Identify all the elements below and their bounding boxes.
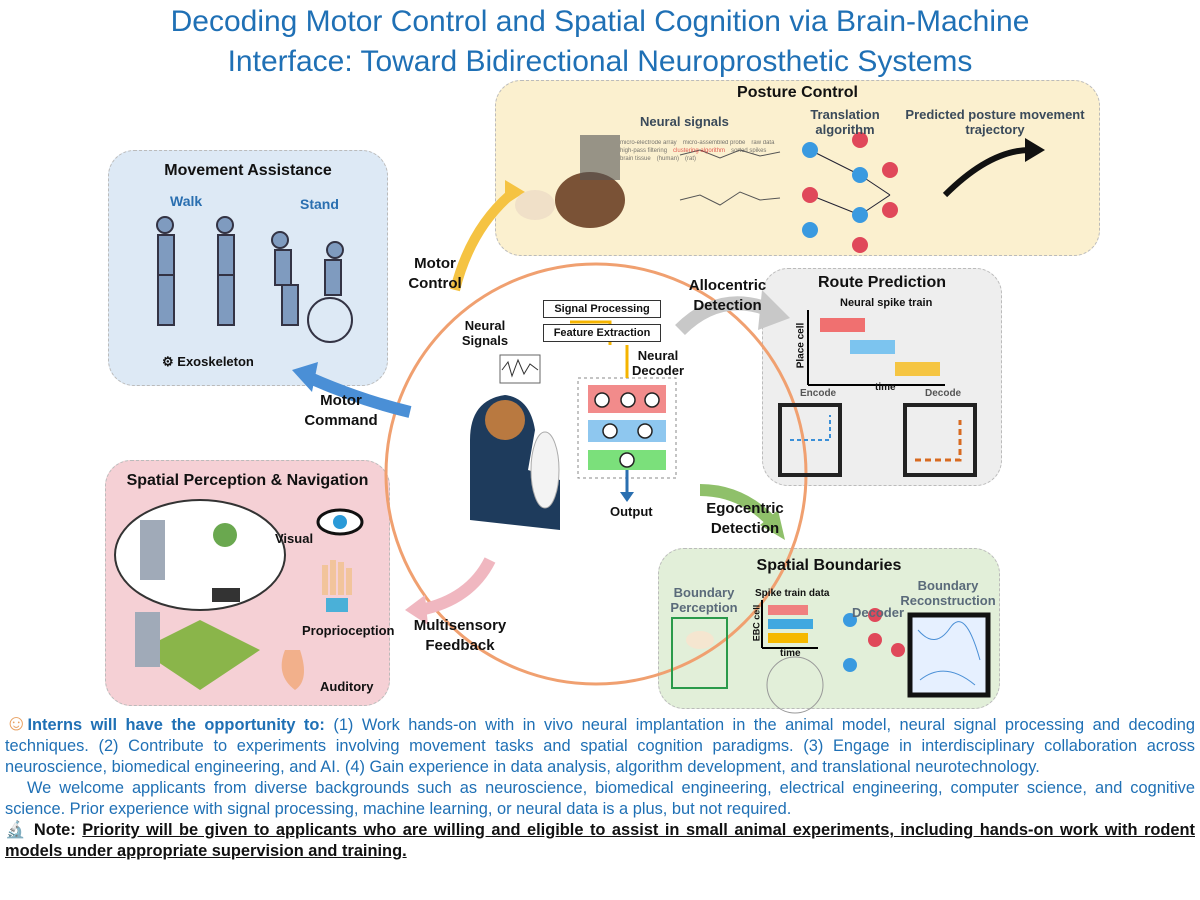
brain-head-icon: ☺ <box>5 710 28 735</box>
allocentric-label: Allocentric Detection <box>688 277 767 314</box>
egocentric-label: Egocentric Detection <box>706 500 784 537</box>
multisensory-arrow <box>418 557 496 616</box>
output-label: Output <box>610 504 653 519</box>
posture-network <box>515 132 1045 253</box>
predicted-trajectory-label: Predicted posture movement trajectory <box>905 107 1085 137</box>
poster-title: Decoding Motor Control and Spatial Cogni… <box>170 5 1030 78</box>
route-title: Route Prediction <box>817 274 946 291</box>
walk-label: Walk <box>170 193 203 209</box>
motor-control-arrow <box>450 191 514 292</box>
rat-figure <box>530 431 560 509</box>
signal-processing-box: Signal Processing <box>543 300 661 318</box>
translation-label: Translation algorithm <box>810 107 880 137</box>
neural-signals-label: Neural signals <box>640 114 729 129</box>
boundaries-graphics <box>671 600 991 714</box>
stand-label: Stand <box>300 196 339 212</box>
allocentric-arrow <box>675 296 773 336</box>
spatial-title: Spatial Perception & Navigation <box>126 472 369 489</box>
time-label-2: time <box>780 648 801 659</box>
exoskeleton-icon: ⚙ <box>162 354 178 369</box>
visual-label: Visual <box>275 531 314 546</box>
description-text: ☺Interns will have the opportunity to: (… <box>5 710 1195 861</box>
movement-title: Movement Assistance <box>164 162 332 179</box>
posture-title: Posture Control <box>737 84 858 101</box>
boundaries-title: Spatial Boundaries <box>756 557 902 574</box>
decode-label: Decode <box>925 388 962 399</box>
exoskeleton-label: ⚙ Exoskeleton <box>162 354 254 369</box>
multisensory-label: Multisensory Feedback <box>413 617 507 654</box>
exoskeleton-figures <box>156 216 353 343</box>
motor-control-label: Motor Control <box>408 255 462 292</box>
ebc-cell-label: EBC cell <box>751 604 762 642</box>
decoder-label: Decoder <box>852 605 905 620</box>
microscope-icon: 🔬 <box>5 821 28 839</box>
neural-signals-center: Neural Signals <box>461 318 509 348</box>
neural-decoder-label: Neural Decoder <box>631 348 685 378</box>
spike-train-data-label: Spike train data <box>755 588 830 599</box>
time-label: time <box>875 382 896 393</box>
spike-train-label: Neural spike train <box>840 297 933 309</box>
boundary-reconstruction-label: Boundary Reconstruction <box>900 578 996 608</box>
place-cell-label: Place cell <box>795 322 807 369</box>
feature-extraction-box: Feature Extraction <box>543 324 661 342</box>
encode-label: Encode <box>800 388 837 399</box>
route-raster <box>778 310 977 477</box>
boundary-perception-label: Boundary Perception <box>670 585 738 615</box>
spatial-scene <box>114 499 364 690</box>
proprioception-label: Proprioception <box>302 623 395 638</box>
motor-command-arrow <box>307 372 412 418</box>
auditory-label: Auditory <box>320 679 374 694</box>
egocentric-arrow <box>699 484 775 525</box>
motor-command-label: Motor Command <box>304 392 378 429</box>
